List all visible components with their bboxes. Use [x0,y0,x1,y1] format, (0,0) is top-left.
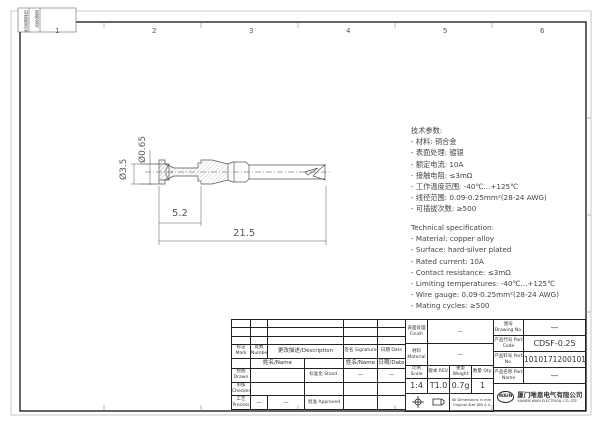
number-header: 处数 Number [250,344,268,359]
spec-en-title: Technical specification: [411,223,495,232]
column-number: 6 [540,27,545,35]
spec-en-line: - Mating cycles: ≥500 [411,301,490,311]
contact-pin-drawing [131,150,332,245]
drawing-total-no-label: 底图总号 [34,10,39,28]
length-total-dimension: 21.5 [233,228,256,239]
spec-en-line: - Material: copper alloy [411,234,494,244]
approved-label: 批准 Approved [304,395,344,410]
part-name-label: 产品名称 Part Name [493,367,524,384]
qty-value: 1 [470,378,495,394]
dimension-note: All Dimensions in mm Original Size DIN A… [448,393,495,412]
stand-name: — [343,368,378,383]
diameter-small-dimension: Ø0.65 [138,135,148,163]
spec-en-line: - Limiting temperatures: -40℃...+125℃ [411,279,556,289]
stand-date: — [377,368,406,383]
stand-label: 标准化 Stand. [304,368,344,383]
spec-en-line: - Rated current: 10A [411,256,484,266]
company-block: WAIN 厦门唯恩电气有限公司 XIAMEN WAIN ELECTRICAL C… [493,383,586,411]
drawn-label: 绘图 Drawn [231,368,251,383]
column-number: 3 [249,27,254,35]
drawing-no-label: 图号 Drawing No. [493,319,524,336]
spec-cn-line: - 可插拔次数: ≥500 [411,204,477,214]
spec-en-line: - Surface: hard-silver plated [411,245,512,255]
date-header-2: 日期/Date [377,357,406,370]
spec-english: Technical specification: - Material: cop… [411,222,559,312]
signature-header: 签名 Signature [343,344,378,359]
rev-label: 版本 REV. [427,365,450,379]
description-header: 更改描述/Description [267,344,344,359]
company-logo: WAIN [496,391,515,403]
name-header-2: 姓名/Name [343,357,378,370]
weight-value: 0.7g [449,378,472,394]
process-label: 工艺 Process [231,395,251,410]
drawing-no-value: — [523,319,586,336]
spec-cn-line: - 接触电阻: ≤3mΩ [411,170,473,180]
qty-label: 数量 Qty. [470,365,495,379]
column-number: 5 [443,27,448,35]
part-no-value: 1010171200101 [523,351,586,368]
column-number: 4 [346,27,351,35]
scale-value: 1:4 [405,378,428,394]
material-label: 材料 Material [405,343,428,366]
spec-chinese: 技术参数: - 材料: 铜合金 - 表面处理: 镀银 - 额定电流: 10A -… [411,125,547,215]
spec-en-line: - Wire gauge: 0.09-0.25mm²(28-24 AWG) [411,290,560,300]
spec-cn-line: - 工作温度范围: -40℃...+125℃ [411,182,519,192]
date-header: 日期 Date [377,344,406,359]
mark-header: 标记 Mark [231,344,251,359]
material-value: — [426,343,495,366]
spec-cn-line: - 表面处理: 镀银 [411,148,464,158]
part-name-value: — [523,367,586,384]
part-code-label: 产品代号 Part Code [493,335,524,352]
spec-cn-line: - 线径范围: 0.09-0.25mm²(28-24 AWG) [411,193,547,203]
rev-value: T1.0 [427,378,450,394]
finish-value: — [426,319,495,344]
name-header: 姓名/Name [250,357,305,370]
process-date: — [267,395,305,410]
old-drawing-no-label: 旧底图总号 [23,10,28,33]
scale-label: 比例 Scale [405,365,428,379]
checked-label: 审核 Checked [231,381,251,397]
spec-en-line: - Contact resistance: ≤3mΩ [411,267,511,277]
part-no-label: 产品料号 Port No. [493,351,524,368]
diameter-large-dimension: Ø3.5 [119,158,129,180]
process-name: — [250,395,268,410]
projection-symbol [405,393,450,412]
spec-cn-line: - 额定电流: 10A [411,159,464,169]
part-code-value: CDSF-0.25 [523,335,586,352]
finish-label: 表面处理 Finish [405,319,428,344]
column-number: 2 [152,27,157,35]
spec-cn-title: 技术参数: [411,126,443,135]
first-angle-projection-icon [411,395,444,408]
company-name-cn: 厦门唯恩电气有限公司 [517,391,583,399]
weight-label: 重量 Weight [449,365,472,379]
column-number: 1 [55,27,60,35]
spec-cn-line: - 材料: 铜合金 [411,137,457,147]
company-name-en: XIAMEN WAIN ELECTRICAL CO.,LTD [517,399,577,403]
length-short-dimension: 5.2 [172,208,188,219]
